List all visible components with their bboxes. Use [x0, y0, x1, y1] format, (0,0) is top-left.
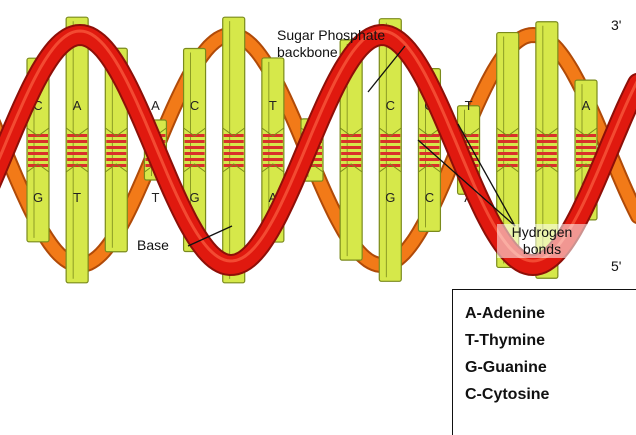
hydrogen-bond-stripe	[380, 152, 400, 155]
base-legend-box: A-Adenine T-Thymine G-Guanine C-Cytosine	[452, 289, 636, 435]
legend-adenine: A-Adenine	[465, 300, 636, 327]
hydrogen-bond-stripe	[498, 158, 518, 161]
hydrogen-bond-stripe	[67, 152, 87, 155]
hydrogen-bond-stripe	[28, 140, 48, 143]
hydrogen-bond-stripe	[263, 158, 283, 161]
hydrogen-bond-stripe	[498, 140, 518, 143]
hydrogen-bond-stripe	[498, 152, 518, 155]
hydrogen-bond-stripe	[263, 140, 283, 143]
hydrogen-bond-stripe	[341, 158, 361, 161]
hydrogen-bond-stripe	[576, 140, 596, 143]
hydrogen-bond-stripe	[380, 140, 400, 143]
base-letter-top: C	[386, 98, 395, 113]
hydrogen-bond-stripe	[419, 158, 439, 161]
hydrogen-bond-stripe	[537, 146, 557, 149]
base-letter-top: A	[582, 98, 591, 113]
hydrogen-bond-stripe	[537, 140, 557, 143]
hydrogen-bond-stripe	[576, 152, 596, 155]
hydrogen-bond-stripe	[185, 140, 205, 143]
hydrogen-bond-stripe	[224, 158, 244, 161]
hydrogen-bond-stripe	[185, 158, 205, 161]
legend-cytosine: C-Cytosine	[465, 381, 636, 408]
hydrogen-bond-stripe	[67, 140, 87, 143]
hydrogen-bond-stripe	[419, 146, 439, 149]
base-rod	[223, 17, 245, 283]
three-prime-end-label: 3'	[611, 17, 621, 33]
base-letter-top: A	[151, 98, 160, 113]
hydrogen-bond-stripe	[537, 158, 557, 161]
hydrogen-bond-stripe	[67, 158, 87, 161]
base-letter-bottom: C	[425, 190, 434, 205]
base-letter-top: C	[190, 98, 199, 113]
hydrogen-bond-stripe	[419, 140, 439, 143]
hydrogen-bond-stripe	[224, 140, 244, 143]
base-label: Base	[137, 237, 169, 253]
hydrogen-bond-stripe	[419, 152, 439, 155]
hydrogen-bond-stripe	[498, 146, 518, 149]
hydrogen-bond-stripe	[576, 146, 596, 149]
base-letter-top: A	[73, 98, 82, 113]
hydrogen-bond-stripe	[185, 152, 205, 155]
base-pair: AT	[66, 17, 88, 283]
base-letter-top: T	[465, 98, 473, 113]
base-pair	[223, 17, 245, 283]
hydrogen-bond-stripe	[341, 146, 361, 149]
hydrogen-bond-stripe	[224, 146, 244, 149]
hydrogen-bond-stripe	[28, 152, 48, 155]
hydrogen-bond-stripe	[263, 146, 283, 149]
hydrogen-bond-stripe	[67, 146, 87, 149]
base-rod	[66, 17, 88, 283]
hydrogen-bond-stripe	[537, 152, 557, 155]
hydrogen-bond-stripe	[224, 152, 244, 155]
hydrogen-bond-stripe	[380, 146, 400, 149]
legend-guanine: G-Guanine	[465, 354, 636, 381]
hydrogen-bond-stripe	[106, 158, 126, 161]
hydrogen-bond-stripe	[28, 158, 48, 161]
sugar-phosphate-backbone-label: Sugar Phosphate backbone	[277, 27, 427, 61]
base-letter-top: T	[269, 98, 277, 113]
hydrogen-bond-stripe	[341, 152, 361, 155]
legend-thymine: T-Thymine	[465, 327, 636, 354]
five-prime-end-label: 5'	[611, 258, 621, 274]
hydrogen-bond-stripe	[106, 146, 126, 149]
hydrogen-bond-stripe	[185, 146, 205, 149]
base-letter-bottom: G	[190, 190, 200, 205]
hydrogen-bond-stripe	[263, 152, 283, 155]
hydrogen-bond-stripe	[106, 152, 126, 155]
base-letter-bottom: T	[73, 190, 81, 205]
base-letter-bottom: G	[385, 190, 395, 205]
base-letter-bottom: T	[151, 190, 159, 205]
hydrogen-bonds-label: Hydrogen bonds	[497, 224, 587, 258]
hydrogen-bond-stripe	[106, 140, 126, 143]
base-letter-bottom: G	[33, 190, 43, 205]
hydrogen-bond-stripe	[341, 140, 361, 143]
hydrogen-bond-stripe	[28, 146, 48, 149]
hydrogen-bond-stripe	[380, 158, 400, 161]
